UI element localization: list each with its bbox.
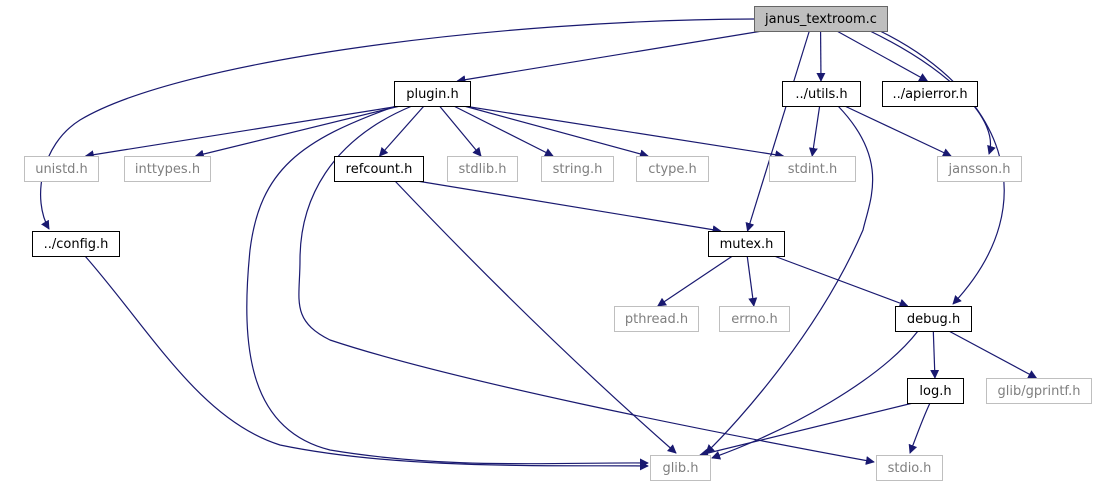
- node-box-errno: [719, 306, 790, 332]
- edge-plugin-to-glib: [246, 105, 649, 468]
- node-label-string: string.h: [553, 162, 603, 177]
- node-inttypes: inttypes.h: [124, 156, 211, 182]
- edge-mutex-to-errno: [746, 255, 758, 307]
- node-label-debug: debug.h: [907, 312, 960, 327]
- node-config[interactable]: ../config.h: [32, 231, 120, 257]
- edge-utils-to-glib: [705, 105, 874, 454]
- node-label-gprintf: glib/gprintf.h: [998, 384, 1081, 399]
- node-box-string: [541, 156, 614, 182]
- node-label-glib: glib.h: [662, 461, 698, 476]
- node-label-refcount: refcount.h: [346, 162, 413, 177]
- node-box-jansson: [937, 156, 1022, 182]
- node-label-config: ../config.h: [44, 237, 109, 252]
- edge-plugin-to-unistd: [84, 105, 401, 160]
- edge-refcount-to-glib: [394, 180, 677, 454]
- node-box-stdio: [876, 455, 943, 481]
- edge-plugin-to-string: [453, 105, 554, 157]
- edge-utils-to-jansson: [844, 105, 952, 157]
- node-box-pthread: [614, 306, 699, 332]
- node-box-stdlib: [447, 156, 518, 182]
- node-box-log: [907, 378, 964, 404]
- edge-debug-to-log: [930, 330, 940, 379]
- node-box-inttypes: [124, 156, 211, 182]
- node-label-stdlib: stdlib.h: [459, 162, 507, 177]
- node-box-apierror: [882, 81, 978, 107]
- node-label-stdint: stdint.h: [788, 162, 837, 177]
- node-box-mutex: [708, 231, 785, 257]
- node-label-inttypes: inttypes.h: [135, 162, 200, 177]
- node-pthread: pthread.h: [614, 306, 699, 332]
- edge-log-to-stdio: [908, 402, 931, 454]
- node-log[interactable]: log.h: [907, 378, 964, 404]
- node-box-gprintf: [986, 378, 1092, 404]
- node-debug[interactable]: debug.h: [895, 306, 972, 332]
- edge-plugin-to-ctype: [463, 105, 649, 159]
- node-jansson: jansson.h: [937, 156, 1022, 182]
- edge-debug-to-glib: [711, 330, 919, 460]
- edge-refcount-to-mutex: [416, 180, 722, 235]
- node-label-utils: ../utils.h: [795, 87, 847, 102]
- node-janus_textroom[interactable]: janus_textroom.c: [754, 6, 888, 32]
- node-label-pthread: pthread.h: [625, 312, 688, 327]
- node-stdint: stdint.h: [769, 156, 856, 182]
- edge-debug-to-gprintf: [948, 330, 1038, 379]
- edge-utils-to-stdint: [808, 105, 821, 157]
- node-label-mutex: mutex.h: [720, 237, 774, 252]
- node-label-ctype: ctype.h: [648, 162, 697, 177]
- edges-layer: [39, 18, 1038, 471]
- node-box-glib: [650, 455, 711, 481]
- edge-plugin-to-inttypes: [194, 105, 401, 159]
- node-label-apierror: ../apierror.h: [892, 87, 967, 102]
- node-box-utils: [782, 81, 861, 107]
- node-box-debug: [895, 306, 972, 332]
- node-box-janus_textroom: [754, 6, 888, 32]
- node-box-config: [32, 231, 120, 257]
- node-label-errno: errno.h: [731, 312, 778, 327]
- node-plugin[interactable]: plugin.h: [394, 81, 471, 107]
- node-refcount[interactable]: refcount.h: [334, 156, 424, 182]
- node-mutex[interactable]: mutex.h: [708, 231, 785, 257]
- node-label-stdio: stdio.h: [888, 461, 932, 476]
- node-stdlib: stdlib.h: [447, 156, 518, 182]
- edge-janus_textroom-to-plugin: [456, 30, 763, 85]
- node-label-janus_textroom: janus_textroom.c: [764, 12, 877, 27]
- node-glib: glib.h: [650, 455, 711, 481]
- node-box-plugin: [394, 81, 471, 107]
- node-box-stdint: [769, 156, 856, 182]
- edge-janus_textroom-to-apierror: [836, 30, 929, 82]
- edge-janus_textroom-to-mutex: [745, 30, 810, 232]
- edge-plugin-to-refcount: [378, 105, 425, 157]
- node-label-log: log.h: [919, 384, 951, 399]
- node-label-jansson: jansson.h: [948, 162, 1011, 177]
- node-box-unistd: [24, 156, 99, 182]
- node-ctype: ctype.h: [636, 156, 709, 182]
- edge-plugin-to-stdio: [298, 105, 875, 465]
- edge-log-to-glib: [699, 402, 914, 458]
- edge-config-to-glib: [84, 255, 649, 471]
- node-box-refcount: [334, 156, 424, 182]
- edge-janus_textroom-to-debug: [879, 30, 1005, 305]
- node-label-unistd: unistd.h: [35, 162, 88, 177]
- nodes-layer: janus_textroom.c plugin.h ../utils.h ../api…: [24, 6, 1092, 481]
- node-box-ctype: [636, 156, 709, 182]
- node-unistd: unistd.h: [24, 156, 99, 182]
- node-label-plugin: plugin.h: [406, 87, 459, 102]
- node-string: string.h: [541, 156, 614, 182]
- node-gprintf: glib/gprintf.h: [986, 378, 1092, 404]
- edge-plugin-to-stdint: [463, 105, 785, 160]
- node-utils[interactable]: ../utils.h: [782, 81, 861, 107]
- node-apierror[interactable]: ../apierror.h: [882, 81, 978, 107]
- edge-mutex-to-debug: [773, 255, 909, 308]
- node-errno: errno.h: [719, 306, 790, 332]
- edge-mutex-to-pthread: [657, 255, 733, 307]
- edge-plugin-to-stdlib: [439, 105, 482, 157]
- node-stdio: stdio.h: [876, 455, 943, 481]
